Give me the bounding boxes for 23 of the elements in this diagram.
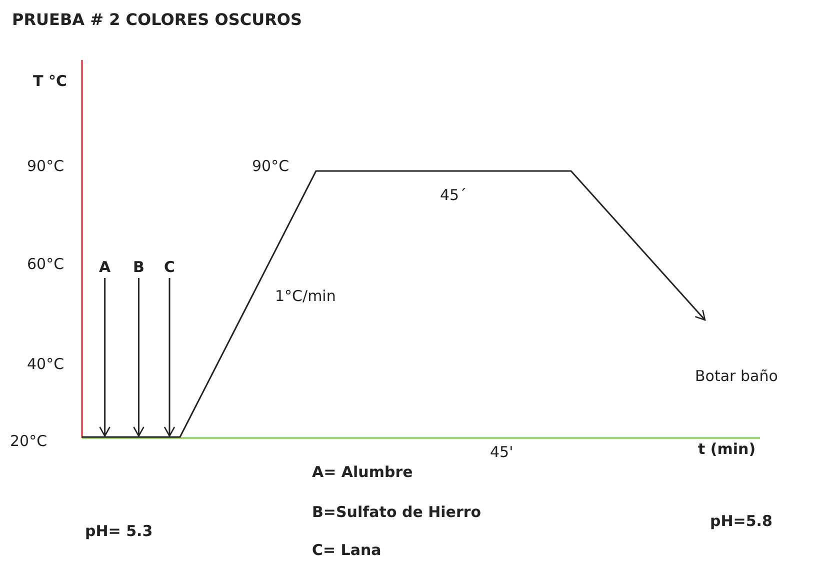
ph-note: pH=5.8 [710,512,772,530]
key-text: A= Alumbre [312,463,413,481]
duration-label: 45´ [440,186,467,204]
tick-label: 60°C [27,255,64,273]
point-label: 90°C [252,157,290,175]
tick-label: 90°C [27,157,64,175]
tick-label: 20°C [10,432,48,450]
addition-arrow [133,278,144,437]
rate-label: 1°C/min [275,287,336,305]
chart-title: PRUEBA # 2 COLORES OSCUROS [12,10,302,29]
duration-label: 45' [490,443,514,461]
addition-label: A [99,258,111,276]
addition-label: B [133,258,144,276]
addition-arrow [164,278,176,437]
addition-label: C [164,258,176,276]
key-text: C= Lana [312,541,382,559]
axis-title: T °C [33,72,67,90]
ph-note: pH= 5.3 [85,522,153,540]
step-note: Botar baño [695,367,778,385]
addition-arrow [99,278,110,437]
axis-title: t (min) [698,440,756,458]
key-text: B=Sulfato de Hierro [312,503,482,521]
tick-label: 40°C [27,355,64,373]
